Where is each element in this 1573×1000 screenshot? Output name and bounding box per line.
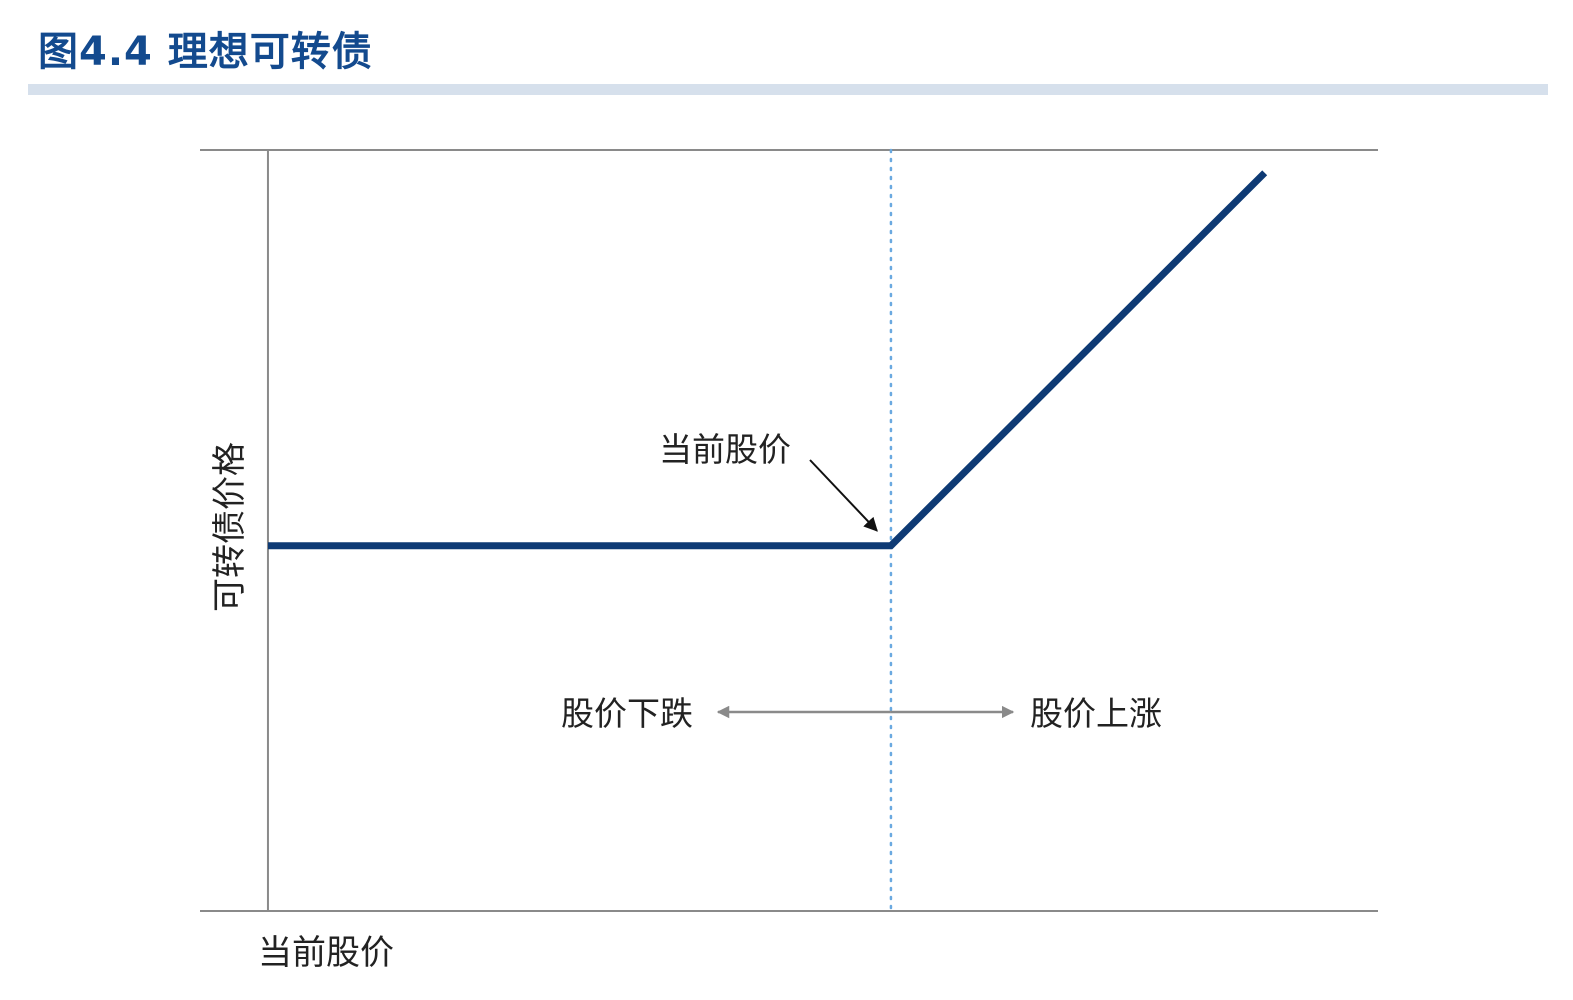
y-axis-label: 可转债价格: [210, 442, 250, 612]
annotation-price-up: 股价上涨: [1030, 694, 1162, 733]
title-rule: [28, 84, 1548, 95]
payoff-series-line-0: [268, 170, 1268, 550]
annotation-current-price: 当前股价: [659, 430, 791, 469]
figure-title: 图4.4 理想可转债: [38, 29, 373, 75]
series-layer: [268, 170, 1268, 550]
annotation-current-price-arrow: [809, 459, 878, 532]
annotation-price-down: 股价下跌: [561, 694, 693, 733]
x-axis-label: 当前股价: [258, 933, 394, 973]
